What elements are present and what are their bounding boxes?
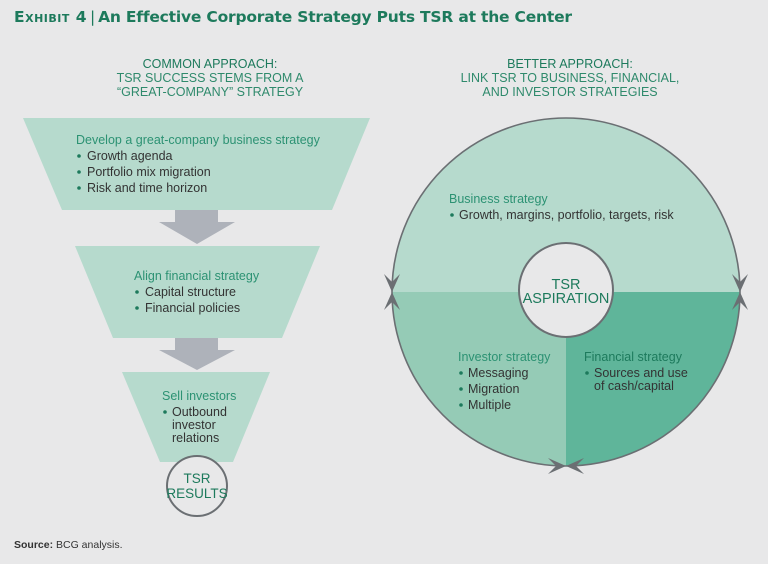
exhibit-title: Exhibit 4|An Effective Corporate Strateg… <box>14 8 572 26</box>
bullet-icon <box>77 170 81 174</box>
bullet-icon <box>135 290 139 294</box>
right-heading-line-1: BETTER APPROACH: <box>507 57 633 71</box>
stage-3-title: Sell investors <box>162 389 236 403</box>
exhibit-title-text: An Effective Corporate Strategy Puts TSR… <box>98 8 572 26</box>
right-heading-line-3: AND INVESTOR STRATEGIES <box>482 85 658 99</box>
title-separator: | <box>90 8 96 26</box>
left-heading-line-3: “GREAT-COMPANY” STRATEGY <box>116 85 304 99</box>
tsr-results-line-1: TSR <box>184 471 211 486</box>
stage-2-bullet-1: Capital structure <box>145 285 236 299</box>
arrowhead-up-right-icon <box>732 292 748 310</box>
bullet-icon <box>459 403 463 407</box>
investor-strategy-bullet-3: Multiple <box>468 398 511 412</box>
stage-1-bullet-3: Risk and time horizon <box>87 181 207 195</box>
financial-strategy-bullet-line-2: of cash/capital <box>594 379 674 393</box>
funnel-stage-1 <box>23 118 370 210</box>
stage-1-bullet-1: Growth agenda <box>87 149 173 163</box>
stage-1-bullet-2: Portfolio mix migration <box>87 165 211 179</box>
stage-3-bullet-line-2: investor <box>172 418 216 432</box>
financial-strategy-bullet-line-1: Sources and use <box>594 366 688 380</box>
bullet-icon <box>450 213 454 217</box>
arrowhead-down-right-icon <box>732 274 748 292</box>
exhibit-number: Exhibit 4 <box>14 8 88 26</box>
financial-strategy-title: Financial strategy <box>584 350 683 364</box>
arrowhead-left-bottom-icon <box>566 458 584 474</box>
arrowhead-up-left-icon <box>384 292 400 310</box>
arrowhead-right-bottom-icon <box>548 458 566 474</box>
bullet-icon <box>459 371 463 375</box>
stage-3-bullet-line-1: Outbound <box>172 405 227 419</box>
right-heading-line-2: LINK TSR TO BUSINESS, FINANCIAL, <box>460 71 680 85</box>
bullet-icon <box>135 306 139 310</box>
tsr-results-line-2: RESULTS <box>166 486 227 501</box>
down-arrow-1 <box>159 210 235 244</box>
funnel-stage-3 <box>122 372 270 462</box>
bullet-icon <box>77 154 81 158</box>
business-strategy-title: Business strategy <box>449 192 548 206</box>
tsr-results-circle <box>166 455 228 517</box>
investor-strategy-bullet-1: Messaging <box>468 366 528 380</box>
stage-1-title: Develop a great-company business strateg… <box>76 133 321 147</box>
stage-3-bullet-line-3: relations <box>172 431 219 445</box>
source-text: BCG analysis. <box>56 539 123 551</box>
left-heading: COMMON APPROACH: TSR SUCCESS STEMS FROM … <box>80 57 340 99</box>
tsr-aspiration-line-1: TSR <box>552 277 581 293</box>
stage-2-bullet-2: Financial policies <box>145 301 240 315</box>
bullet-icon <box>459 387 463 391</box>
stage-2-title: Align financial strategy <box>134 269 260 283</box>
bullet-icon <box>585 371 589 375</box>
tsr-aspiration-line-2: ASPIRATION <box>523 291 610 307</box>
bullet-icon <box>77 186 81 190</box>
tsr-aspiration-circle <box>518 242 614 338</box>
investor-strategy-bullet-2: Migration <box>468 382 519 396</box>
source-note: Source: BCG analysis. <box>14 539 123 551</box>
source-label: Source: <box>14 539 54 551</box>
left-heading-line-1: COMMON APPROACH: <box>142 57 278 71</box>
investor-strategy-title: Investor strategy <box>458 350 551 364</box>
down-arrow-2 <box>159 338 235 370</box>
bullet-icon <box>163 410 167 414</box>
funnel-stage-2 <box>75 246 320 338</box>
right-heading: BETTER APPROACH: LINK TSR TO BUSINESS, F… <box>420 57 720 99</box>
left-heading-line-2: TSR SUCCESS STEMS FROM A <box>116 71 304 85</box>
arrowhead-down-left-icon <box>384 274 400 292</box>
business-strategy-bullet-1: Growth, margins, portfolio, targets, ris… <box>459 208 674 222</box>
